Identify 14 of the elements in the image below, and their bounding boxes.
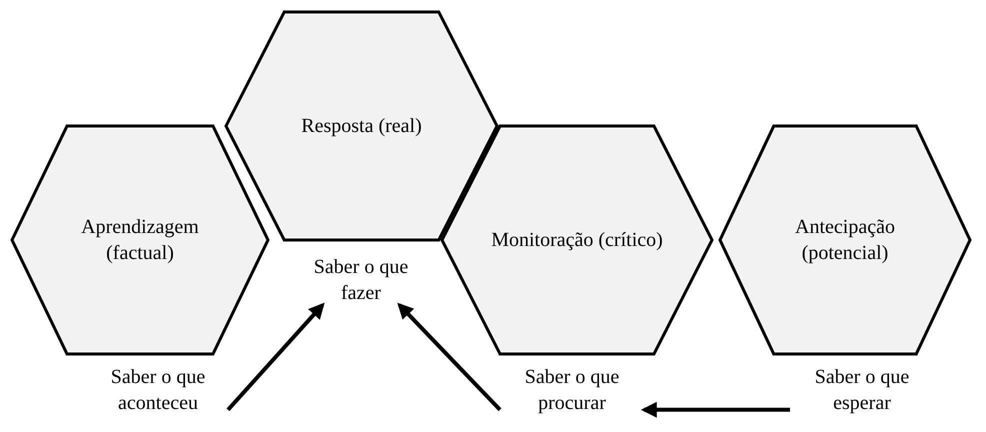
hexagon — [442, 126, 712, 354]
text-label: Saber o que aconteceu — [110, 365, 206, 416]
arrow — [226, 302, 325, 412]
hexagon — [720, 126, 970, 354]
arrow — [397, 302, 502, 412]
text-label: Saber o que procurar — [524, 365, 620, 416]
text-label: Saber o que esperar — [814, 365, 910, 416]
hexagon-label: Antecipação (potencial) — [794, 215, 896, 266]
hexagon-label: Aprendizagem (factual) — [80, 215, 200, 266]
arrow — [640, 402, 790, 418]
hexagon-label: Resposta (real) — [300, 114, 423, 139]
text-label: Saber o que fazer — [312, 255, 410, 306]
hexagon — [12, 126, 268, 354]
hexagon-label: Monitoração (crítico) — [490, 228, 664, 253]
